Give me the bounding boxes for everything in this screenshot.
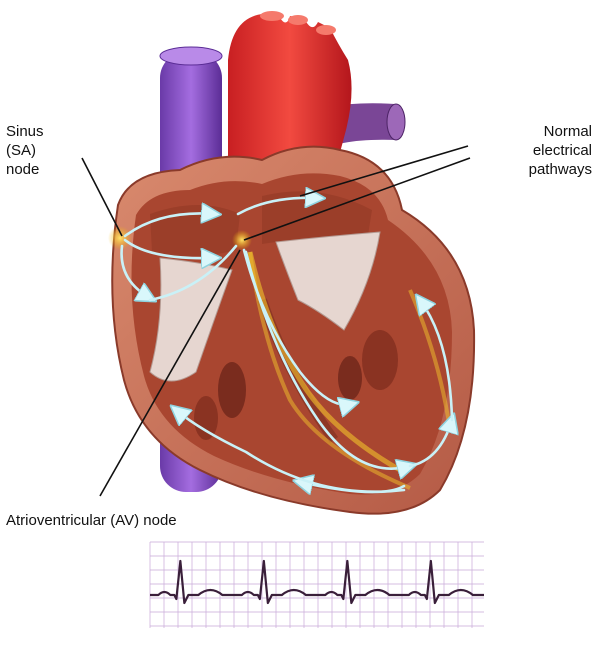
pathway-leader-line-1	[299, 145, 469, 197]
ecg-strip	[149, 541, 484, 628]
leader-lines	[81, 145, 471, 497]
sa-node-glow	[108, 226, 132, 250]
valve-tissue	[149, 231, 381, 382]
av-leader-line	[99, 249, 241, 497]
normal-pathways-label: Normal electrical pathways	[528, 123, 592, 178]
pathway-leader-line-2	[243, 157, 471, 241]
sa-node-label: Sinus (SA) node	[6, 123, 44, 178]
conduction-arrows	[120, 198, 452, 492]
sa-leader-line	[81, 157, 123, 237]
ecg-grid	[149, 541, 484, 628]
av-node-glow	[232, 230, 252, 250]
ecg-trace	[150, 559, 484, 605]
av-node-label: Atrioventricular (AV) node	[6, 512, 177, 529]
